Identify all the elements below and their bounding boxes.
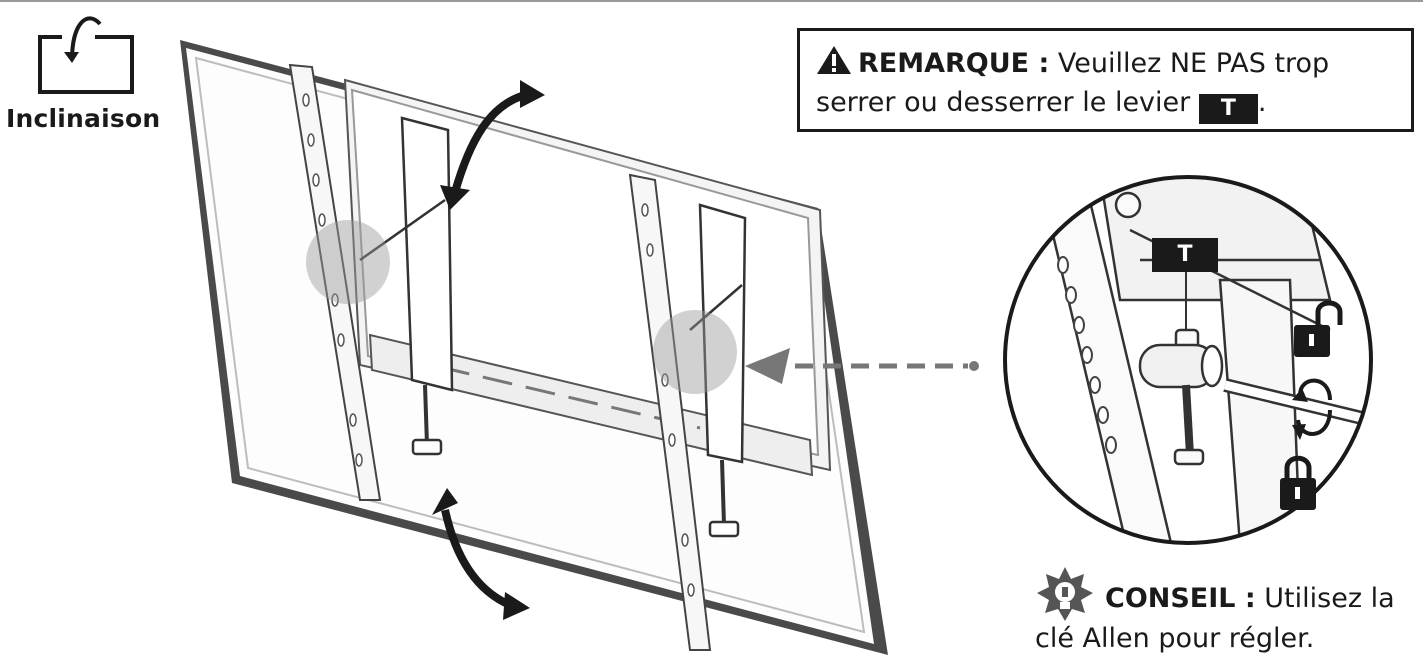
unlock-icon — [1294, 300, 1343, 357]
vertical-rails — [288, 63, 712, 651]
tilt-arrow-icon — [432, 488, 530, 620]
note-title: REMARQUE : — [858, 48, 1050, 79]
top-rule — [0, 0, 1423, 2]
lever-highlight-right — [653, 310, 737, 394]
lever-highlight-left — [306, 220, 390, 304]
lever-badge: T — [1198, 94, 1258, 124]
warning-icon — [817, 46, 851, 74]
lightbulb-icon — [1037, 567, 1093, 621]
note-text-2: serrer ou desserrer le levier — [816, 87, 1191, 118]
detail-circle — [1003, 175, 1373, 545]
note-period: . — [1257, 87, 1267, 118]
tip-line-1: CONSEIL : Utilisez la — [1105, 583, 1395, 614]
tilt-arrow-icon — [440, 80, 545, 210]
detail-pointer — [745, 348, 979, 384]
tilt-brackets — [359, 116, 747, 538]
note-text-1: Veuillez NE PAS trop — [1049, 48, 1330, 79]
note-line-1: REMARQUE : Veuillez NE PAS trop — [816, 45, 1329, 79]
callout-lever-badge: T — [1152, 238, 1218, 272]
tip-text-2: clé Allen pour régler. — [1035, 623, 1315, 654]
tilt-label: Inclinaison — [6, 104, 161, 133]
note-line-2: serrer ou desserrer le levier T. — [816, 87, 1266, 124]
tilt-icon — [38, 16, 134, 94]
tip-text-1: Utilisez la — [1255, 583, 1395, 614]
tip-title: CONSEIL : — [1105, 583, 1256, 614]
lock-icon — [1280, 455, 1316, 510]
note-box: REMARQUE : Veuillez NE PAS trop serrer o… — [797, 28, 1414, 132]
